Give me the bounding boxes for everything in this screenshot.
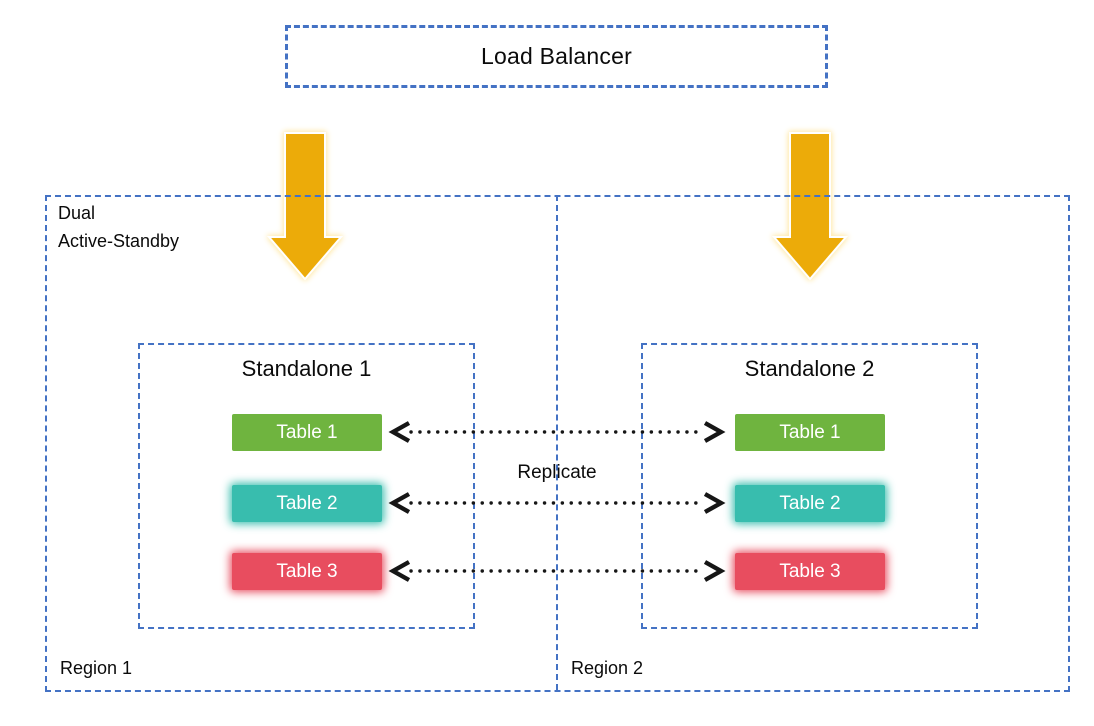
standalone-1-box: Standalone 1 <box>138 343 475 629</box>
group-label: Dual Active-Standby <box>58 199 179 255</box>
table-2-left: Table 2 <box>232 485 382 522</box>
table-1-right: Table 1 <box>735 414 885 451</box>
table-2-right: Table 2 <box>735 485 885 522</box>
down-arrow-left-icon <box>266 132 344 281</box>
region-2-label: Region 2 <box>571 658 644 678</box>
table-1-left: Table 1 <box>232 414 382 451</box>
standalone-2-box: Standalone 2 <box>641 343 978 629</box>
replicate-arrow-2 <box>388 492 726 514</box>
standalone-2-title: Standalone 2 <box>744 356 875 381</box>
group-label-line2: Active-Standby <box>58 231 180 251</box>
replicate-arrow-3 <box>388 560 726 582</box>
replicate-arrow-1 <box>388 421 726 443</box>
standalone-1-title: Standalone 1 <box>241 356 372 381</box>
region-divider <box>556 195 558 690</box>
arrowhead-right-icon <box>703 421 726 443</box>
arrowhead-right-icon <box>703 492 726 514</box>
down-arrow-right-icon <box>771 132 849 281</box>
table-3-right: Table 3 <box>735 553 885 590</box>
table-3-left: Table 3 <box>232 553 382 590</box>
arrowhead-left-icon <box>388 492 411 514</box>
arrowhead-right-icon <box>703 560 726 582</box>
replicate-label: Replicate <box>517 462 597 483</box>
arrowhead-left-icon <box>388 560 411 582</box>
load-balancer-label: Load Balancer <box>481 43 632 69</box>
load-balancer-box: Load Balancer <box>285 25 828 88</box>
region-1-label: Region 1 <box>60 658 133 678</box>
group-label-line1: Dual <box>58 203 96 223</box>
arrowhead-left-icon <box>388 421 411 443</box>
